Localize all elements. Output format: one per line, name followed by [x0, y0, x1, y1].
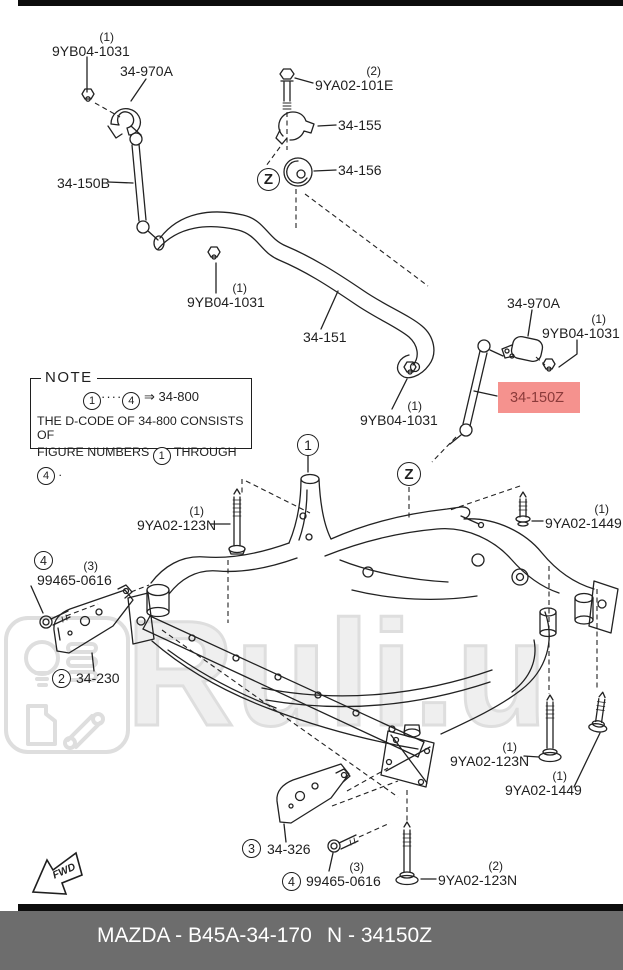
note-rule-line: 1····4 ⇒ 34-800	[31, 389, 251, 410]
qty-badge: (3)	[83, 559, 98, 573]
part-label-9yb04-1031-right: (1) 9YB04-1031	[542, 312, 620, 341]
qty-badge: (1)	[552, 769, 567, 783]
note-circle-1: 1	[83, 392, 102, 410]
part-label-34-970a-right: 34-970A	[507, 295, 560, 311]
part-label-99465-0616-bottom: (3) 99465-0616	[306, 860, 381, 889]
part-label-34-970a-left: 34-970A	[120, 63, 173, 79]
note-box: NOTE 1····4 ⇒ 34-800 THE D-CODE OF 34-80…	[30, 369, 252, 485]
footer-divider-bar	[18, 904, 623, 911]
part-label-9yb04-1031-topleft: (1) 9YB04-1031	[52, 30, 130, 59]
qty-badge: (2)	[366, 64, 381, 78]
qty-badge: (1)	[232, 281, 247, 295]
note-arrow: ⇒	[143, 389, 155, 404]
qty-badge: (1)	[594, 502, 609, 516]
note-circle-4: 4	[122, 392, 141, 410]
qty-badge: (3)	[349, 860, 364, 874]
note-circle-1b: 1	[152, 447, 171, 465]
note-title: NOTE	[41, 369, 97, 386]
callout-circle-4-bottom: 4	[282, 872, 301, 891]
part-label-34-326: 34-326	[267, 841, 311, 857]
qty-badge: (1)	[99, 30, 114, 44]
footer-bar: MAZDA - B45A-34-170 N - 34150Z	[0, 911, 623, 970]
callout-circle-z-mid: Z	[397, 462, 421, 486]
part-label-9ya02-101e: (2) 9YA02-101E	[315, 64, 394, 93]
part-label-9ya02-1449-top: (1) 9YA02-1449	[545, 502, 622, 531]
note-dots: ····	[101, 389, 123, 404]
part-label-9ya02-1449-bottom: (1) 9YA02-1449	[505, 769, 582, 798]
qty-badge: (1)	[502, 740, 517, 754]
part-label-34-155: 34-155	[338, 117, 382, 133]
callout-circle-4-top: 4	[34, 551, 53, 570]
qty-badge: (1)	[591, 312, 606, 326]
fwd-arrow: FWD	[31, 851, 83, 895]
note-text-line3: FIGURE NUMBERS 1 THROUGH 4 .	[37, 445, 251, 485]
part-label-34-150b: 34-150B	[57, 175, 110, 191]
part-label-9ya02-123n-left: (1) 9YA02-123N	[137, 504, 217, 533]
qty-badge: (1)	[407, 399, 422, 413]
part-label-34-151: 34-151	[303, 329, 347, 345]
part-label-9ya02-123n-center: (2) 9YA02-123N	[438, 859, 518, 888]
callout-circle-3: 3	[242, 839, 261, 858]
part-label-34-230: 34-230	[76, 670, 120, 686]
part-label-9yb04-1031-lower: (1) 9YB04-1031	[360, 399, 438, 428]
part-label-34-156: 34-156	[338, 162, 382, 178]
part-label-34-150z-highlighted[interactable]: 34-150Z	[498, 382, 580, 413]
qty-badge: (2)	[488, 859, 503, 873]
part-label-9yb04-1031-mid: (1) 9YB04-1031	[187, 281, 265, 310]
callout-circle-1: 1	[297, 434, 319, 456]
note-circle-4b: 4	[37, 467, 55, 485]
part-label-99465-0616-top: (3) 99465-0616	[37, 559, 112, 588]
footer-part-code: N - 34150Z	[327, 924, 433, 947]
qty-badge: (1)	[189, 504, 204, 518]
part-label-9ya02-123n-right: (1) 9YA02-123N	[450, 740, 530, 769]
top-border-bar	[18, 0, 623, 6]
note-text-line2: THE D-CODE OF 34-800 CONSISTS OF	[37, 414, 244, 442]
callout-circle-z-top: Z	[257, 168, 280, 191]
footer-catalog-code: MAZDA - B45A-34-170	[97, 924, 312, 947]
callout-circle-2: 2	[52, 669, 71, 688]
note-result: 34-800	[158, 389, 199, 404]
